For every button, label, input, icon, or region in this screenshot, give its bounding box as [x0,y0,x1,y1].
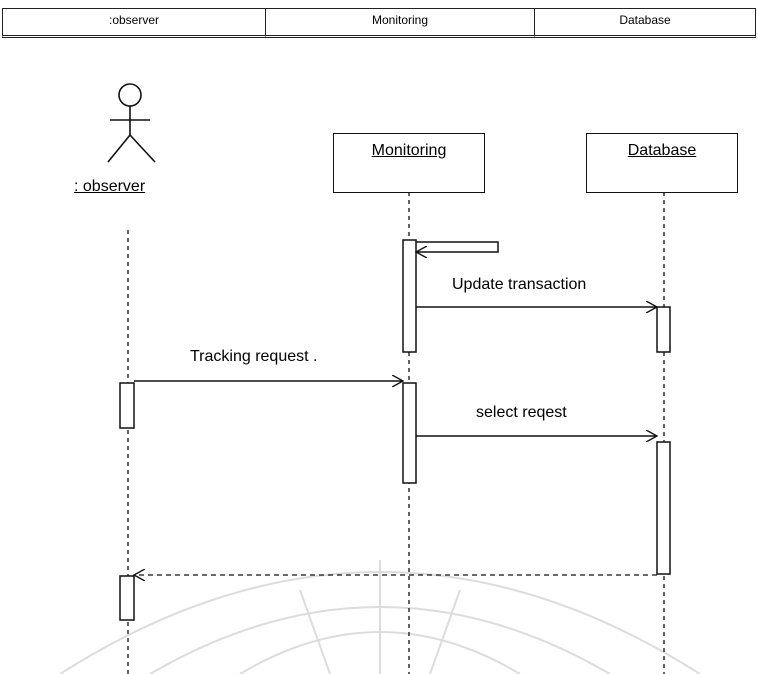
header-label-observer: :observer [108,13,160,27]
lifeline-box-database: Database [586,133,738,193]
header-label-monitoring: Monitoring [371,13,429,27]
header-cell-database: Database [534,8,756,38]
header-cell-monitoring: Monitoring [265,8,535,38]
actor-figure [107,83,156,163]
activation-monitoring-1 [402,239,417,353]
lifeline-box-monitoring: Monitoring [333,133,485,193]
message-label-tracking: Tracking request . [190,348,318,365]
watermark [59,560,701,674]
activation-observer-1 [119,382,135,429]
lifeline-label-database: Database [627,142,697,159]
actor-label-observer: : observer [74,178,146,195]
activation-observer-2 [119,575,135,621]
lifeline-label-monitoring: Monitoring [371,142,447,159]
activation-database-2 [656,441,671,575]
message-label-update: Update transaction [452,276,587,293]
activation-database-1 [656,306,671,353]
self-call-arrow [416,241,499,252]
activation-monitoring-2 [402,382,417,484]
header-cell-observer: :observer [2,8,266,38]
message-label-select: select reqest [476,404,567,421]
header-label-database: Database [619,13,671,27]
